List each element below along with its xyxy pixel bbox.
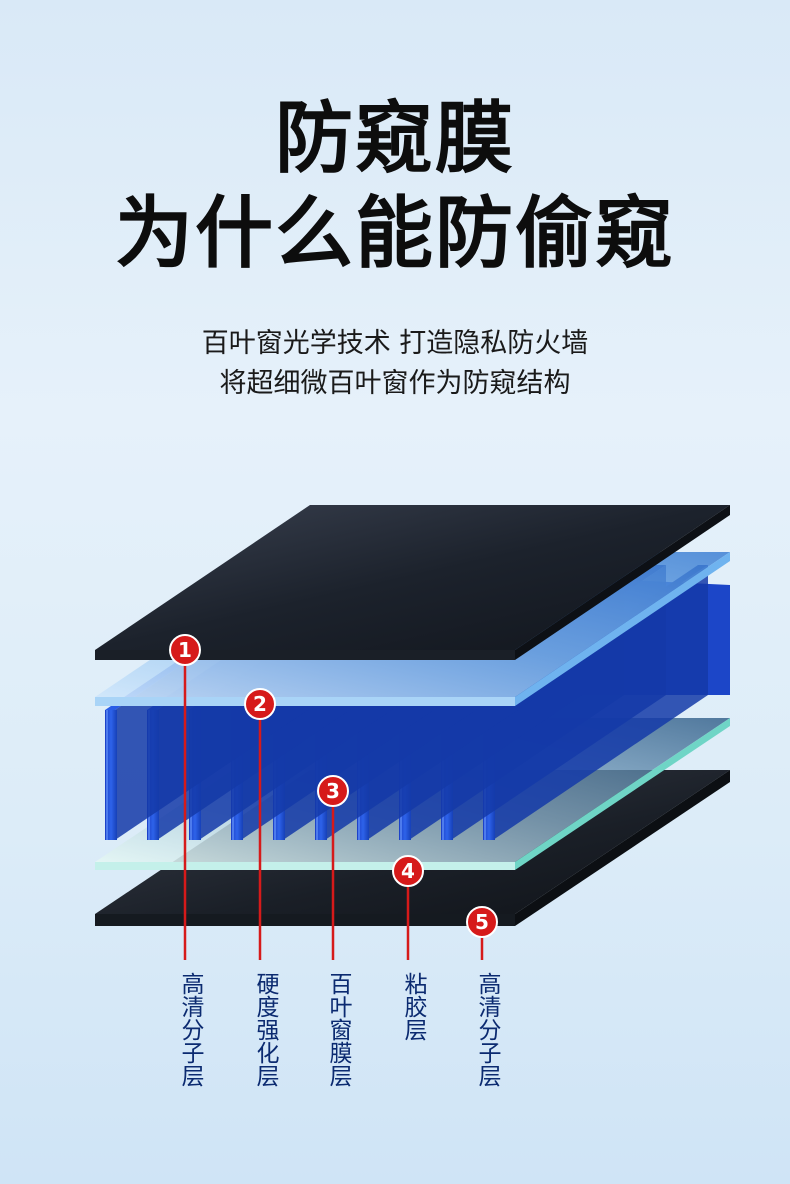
subtitle-line-2: 将超细微百叶窗作为防窥结构 xyxy=(219,368,571,399)
title-line-1: 防窥膜 xyxy=(274,94,515,184)
layer-number: 5 xyxy=(475,910,489,934)
layer-number: 3 xyxy=(326,779,340,803)
layer-structure-diagram: 1 2 3 4 5 xyxy=(95,505,730,960)
layer-marker xyxy=(169,634,201,666)
layer-label: 高清分子层 xyxy=(177,972,203,1087)
layer-number: 2 xyxy=(253,692,267,716)
layer-marker xyxy=(466,906,498,938)
layer-number: 4 xyxy=(401,859,415,883)
layer-label: 粘胶层 xyxy=(400,972,426,1041)
layer-marker xyxy=(392,855,424,887)
layer-marker xyxy=(317,775,349,807)
layer-label: 硬度强化层 xyxy=(252,972,278,1087)
layer-label: 高清分子层 xyxy=(474,972,500,1087)
layer-number: 1 xyxy=(178,638,192,662)
title-line-2: 为什么能防偷窥 xyxy=(114,189,675,279)
layer-marker xyxy=(244,688,276,720)
subtitle-line-1: 百叶窗光学技术 打造隐私防火墙 xyxy=(201,328,589,359)
layer-label: 百叶窗膜层 xyxy=(325,972,351,1087)
